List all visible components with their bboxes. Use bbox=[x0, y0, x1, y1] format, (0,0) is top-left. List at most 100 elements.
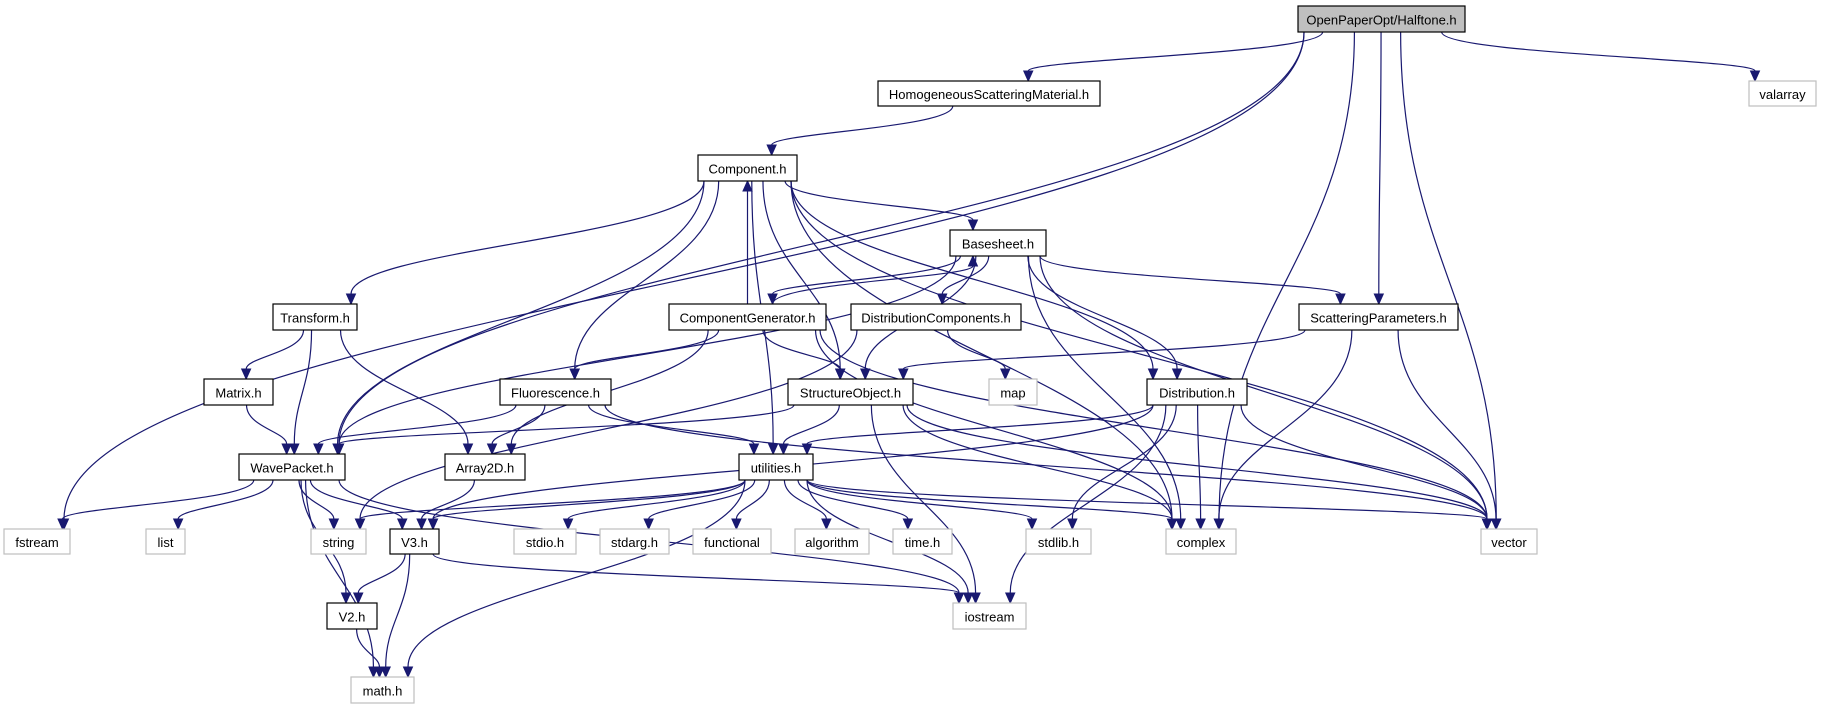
edge-utilities-to-functional bbox=[731, 479, 770, 531]
arrowhead-icon bbox=[562, 518, 574, 531]
edge-line bbox=[1240, 404, 1488, 520]
edge-fluorescence-to-array2d bbox=[486, 404, 546, 456]
node-fluorescence[interactable]: Fluorescence.h bbox=[499, 378, 612, 406]
edge-line bbox=[63, 31, 1305, 520]
arrowhead-icon bbox=[767, 443, 779, 456]
edge-line bbox=[359, 329, 858, 520]
node-basesheet[interactable]: Basesheet.h bbox=[949, 229, 1047, 257]
node-array2d[interactable]: Array2D.h bbox=[444, 453, 526, 481]
edge-basesheet-to-distribution bbox=[1027, 255, 1183, 381]
node-box bbox=[513, 528, 577, 555]
node-box bbox=[238, 453, 346, 481]
edge-utilities-to-vector bbox=[806, 479, 1493, 531]
node-transform[interactable]: Transform.h bbox=[272, 303, 358, 331]
nodes-layer: OpenPaperOpt/Halftone.hHomogeneousScatte… bbox=[3, 5, 1817, 704]
arrowhead-icon bbox=[953, 592, 965, 605]
edge-basesheet-to-complex bbox=[1027, 255, 1186, 531]
node-label: string bbox=[323, 535, 355, 550]
arrowhead-icon bbox=[1022, 70, 1034, 83]
node-label: stdlib.h bbox=[1038, 535, 1079, 550]
node-label: time.h bbox=[905, 535, 940, 550]
node-box bbox=[794, 528, 870, 555]
edge-utilities-to-stdarg bbox=[643, 479, 756, 531]
node-structureobject[interactable]: StructureObject.h bbox=[787, 378, 914, 406]
node-scatteringparameters[interactable]: ScatteringParameters.h bbox=[1298, 303, 1459, 331]
edge-matrix-to-wavepacket bbox=[245, 404, 292, 456]
edge-line bbox=[1009, 404, 1167, 594]
node-componentgenerator[interactable]: ComponentGenerator.h bbox=[668, 303, 827, 331]
node-distribution[interactable]: Distribution.h bbox=[1146, 378, 1248, 406]
node-label: DistributionComponents.h bbox=[861, 311, 1011, 326]
node-box bbox=[952, 602, 1027, 630]
edge-component-to-wavepacket bbox=[332, 180, 705, 456]
node-halftone[interactable]: OpenPaperOpt/Halftone.h bbox=[1297, 5, 1466, 33]
edge-component-to-distribution bbox=[790, 180, 1159, 381]
edge-wavepacket-to-math bbox=[304, 479, 379, 679]
edge-line bbox=[574, 329, 720, 370]
node-box bbox=[949, 229, 1047, 257]
node-box bbox=[310, 528, 367, 555]
arrowhead-icon bbox=[380, 666, 391, 679]
edge-basesheet-to-componentgenerator bbox=[767, 255, 962, 306]
arrowhead-icon bbox=[313, 443, 324, 456]
node-box bbox=[1025, 528, 1092, 555]
edge-line bbox=[420, 479, 476, 520]
edge-fluorescence-to-wavepacket bbox=[313, 404, 517, 456]
node-time: time.h bbox=[892, 528, 953, 555]
edge-line bbox=[407, 479, 746, 668]
edge-array2d-to-v3 bbox=[416, 479, 476, 531]
edge-homogeneous-to-component bbox=[766, 105, 954, 157]
edge-utilities-to-complex bbox=[806, 479, 1178, 531]
node-wavepacket[interactable]: WavePacket.h bbox=[238, 453, 346, 481]
node-component[interactable]: Component.h bbox=[697, 154, 798, 182]
node-v2[interactable]: V2.h bbox=[326, 602, 378, 630]
node-box bbox=[877, 80, 1101, 107]
edge-line bbox=[304, 479, 375, 668]
node-box bbox=[892, 528, 953, 555]
edge-line bbox=[61, 479, 255, 520]
arrowhead-icon bbox=[396, 518, 408, 531]
node-box bbox=[787, 378, 914, 406]
edge-scatteringparameters-to-vector bbox=[1397, 329, 1502, 531]
arrowhead-icon bbox=[898, 368, 909, 381]
edge-componentgenerator-to-structureobject bbox=[762, 329, 846, 381]
arrowhead-icon bbox=[345, 293, 357, 306]
node-map: map bbox=[988, 378, 1038, 406]
node-label: math.h bbox=[363, 684, 403, 699]
node-utilities[interactable]: utilities.h bbox=[738, 453, 814, 481]
edge-halftone-to-complex bbox=[1213, 31, 1356, 531]
node-v3[interactable]: V3.h bbox=[389, 528, 440, 555]
node-label: Basesheet.h bbox=[962, 237, 1034, 252]
arrowhead-icon bbox=[748, 443, 760, 456]
node-label: fstream bbox=[15, 535, 58, 550]
node-box bbox=[1480, 528, 1538, 555]
edge-line bbox=[790, 180, 1154, 370]
edge-line bbox=[309, 479, 403, 520]
node-distributioncomponents[interactable]: DistributionComponents.h bbox=[850, 303, 1022, 331]
node-label: StructureObject.h bbox=[800, 386, 901, 401]
node-matrix[interactable]: Matrix.h bbox=[203, 378, 274, 406]
node-box bbox=[3, 528, 71, 555]
arrowhead-icon bbox=[742, 179, 753, 192]
edge-line bbox=[762, 329, 841, 370]
arrowhead-icon bbox=[859, 368, 871, 381]
edge-transform-to-matrix bbox=[240, 329, 305, 381]
node-label: Fluorescence.h bbox=[511, 386, 600, 401]
edge-line bbox=[293, 329, 313, 445]
arrowhead-icon bbox=[1490, 518, 1502, 531]
node-label: Component.h bbox=[708, 162, 786, 177]
edge-v2-to-math bbox=[355, 628, 385, 679]
edge-structureobject-to-utilities bbox=[778, 404, 840, 456]
node-homogeneous[interactable]: HomogeneousScatteringMaterial.h bbox=[877, 80, 1101, 107]
edge-line bbox=[245, 404, 288, 445]
edge-line bbox=[946, 329, 1006, 370]
edge-line bbox=[790, 180, 1173, 520]
edge-transform-to-array2d bbox=[339, 329, 474, 456]
edge-line bbox=[762, 180, 841, 370]
arrowhead-icon bbox=[643, 518, 654, 531]
edge-line bbox=[338, 255, 957, 445]
arrowhead-icon bbox=[766, 144, 777, 157]
edge-line bbox=[1027, 31, 1324, 72]
arrowhead-icon bbox=[1067, 518, 1078, 531]
node-functional: functional bbox=[692, 528, 772, 555]
